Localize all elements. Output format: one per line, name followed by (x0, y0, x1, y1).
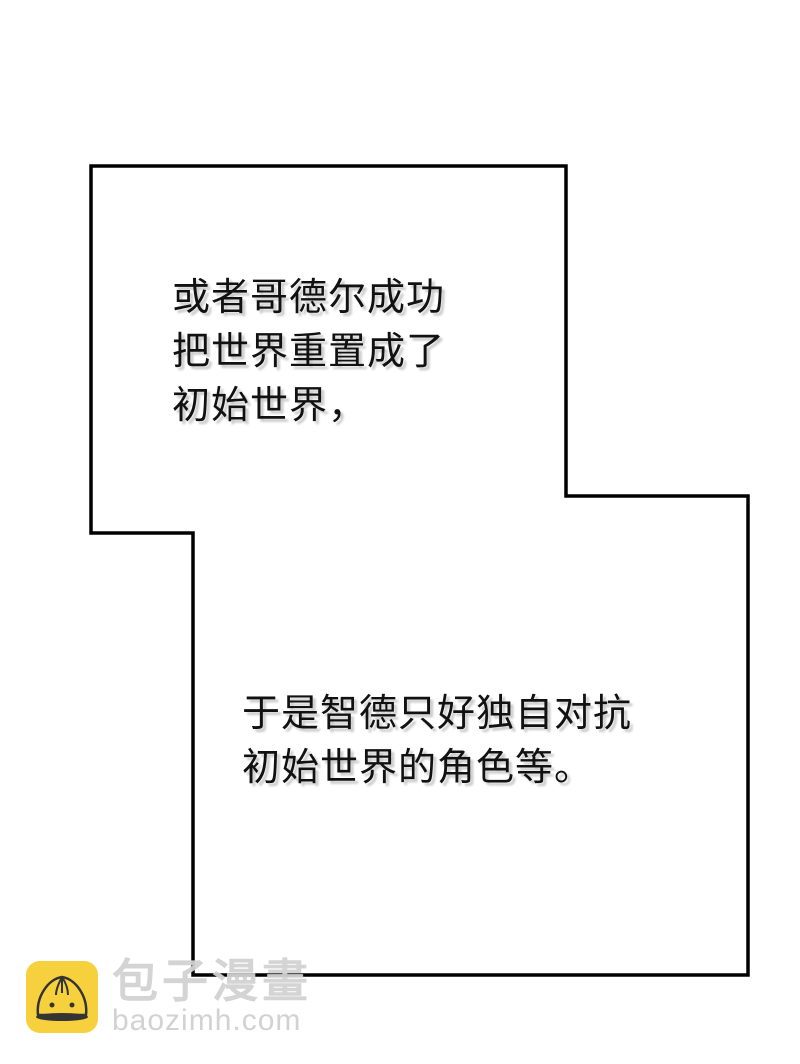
caption-top: 或者哥德尔成功 把世界重置成了 初始世界， (172, 270, 445, 432)
watermark-url: baozimh.com (112, 1004, 302, 1037)
watermark-brand: 包子漫畫 (112, 954, 312, 1008)
caption-bottom-line-1: 于是智德只好独自对抗 (242, 691, 633, 735)
caption-bottom: 于是智德只好独自对抗 初始世界的角色等。 (242, 686, 632, 794)
watermark: 包子漫畫 baozimh.com (26, 958, 312, 1036)
steamed-bun-icon (26, 961, 98, 1033)
caption-bottom-line-2: 初始世界的角色等。 (242, 745, 594, 789)
caption-top-line-2: 把世界重置成了 (172, 329, 446, 373)
caption-top-line-1: 或者哥德尔成功 (172, 275, 446, 319)
caption-top-line-3: 初始世界， (172, 383, 368, 427)
panel-border (89, 164, 750, 977)
